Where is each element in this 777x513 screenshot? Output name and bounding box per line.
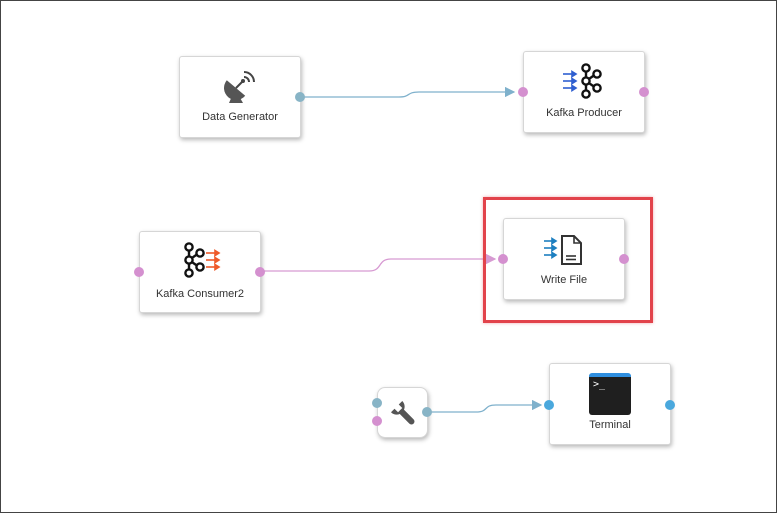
kafka-producer-icon — [563, 63, 602, 99]
terminal-output-port[interactable] — [665, 400, 675, 410]
kafka-consumer-label: Kafka Consumer2 — [155, 288, 245, 300]
satellite-dish-icon — [224, 71, 255, 103]
write-file-output-port[interactable] — [619, 254, 629, 264]
write-file-node[interactable]: Write File — [498, 218, 629, 300]
terminal-input-port[interactable] — [544, 400, 554, 410]
kafka-consumer-output-port[interactable] — [255, 267, 265, 277]
kafka-producer-input-port[interactable] — [518, 87, 528, 97]
data-generator-label: Data Generator — [202, 111, 278, 123]
wrench-input-port-top[interactable] — [372, 398, 382, 408]
terminal-label: Terminal — [589, 419, 631, 431]
wrench-output-port[interactable] — [422, 407, 432, 417]
kafka-producer-output-port[interactable] — [639, 87, 649, 97]
data-generator-output-port[interactable] — [295, 92, 305, 102]
wire-consumer-to-writefile[interactable] — [264, 253, 497, 272]
wrench-input-port-bottom[interactable] — [372, 416, 382, 426]
kafka-producer-node[interactable]: Kafka Producer — [518, 51, 649, 133]
wrench-icon — [390, 400, 414, 425]
wrench-node[interactable] — [372, 387, 432, 438]
write-file-label: Write File — [540, 274, 588, 286]
data-generator-node[interactable]: Data Generator — [179, 56, 305, 138]
write-file-icon — [544, 235, 582, 265]
kafka-consumer-node[interactable]: Kafka Consumer2 — [134, 231, 265, 313]
terminal-icon: >_ — [589, 373, 631, 415]
wire-wrench-to-terminal[interactable] — [431, 399, 543, 413]
kafka-consumer-icon — [184, 242, 221, 278]
terminal-prompt: >_ — [593, 379, 606, 390]
terminal-node[interactable]: >_ Terminal — [544, 363, 675, 445]
wire-datagen-to-producer[interactable] — [303, 86, 516, 98]
kafka-consumer-input-port[interactable] — [134, 267, 144, 277]
write-file-input-port[interactable] — [498, 254, 508, 264]
kafka-producer-label: Kafka Producer — [546, 107, 622, 119]
